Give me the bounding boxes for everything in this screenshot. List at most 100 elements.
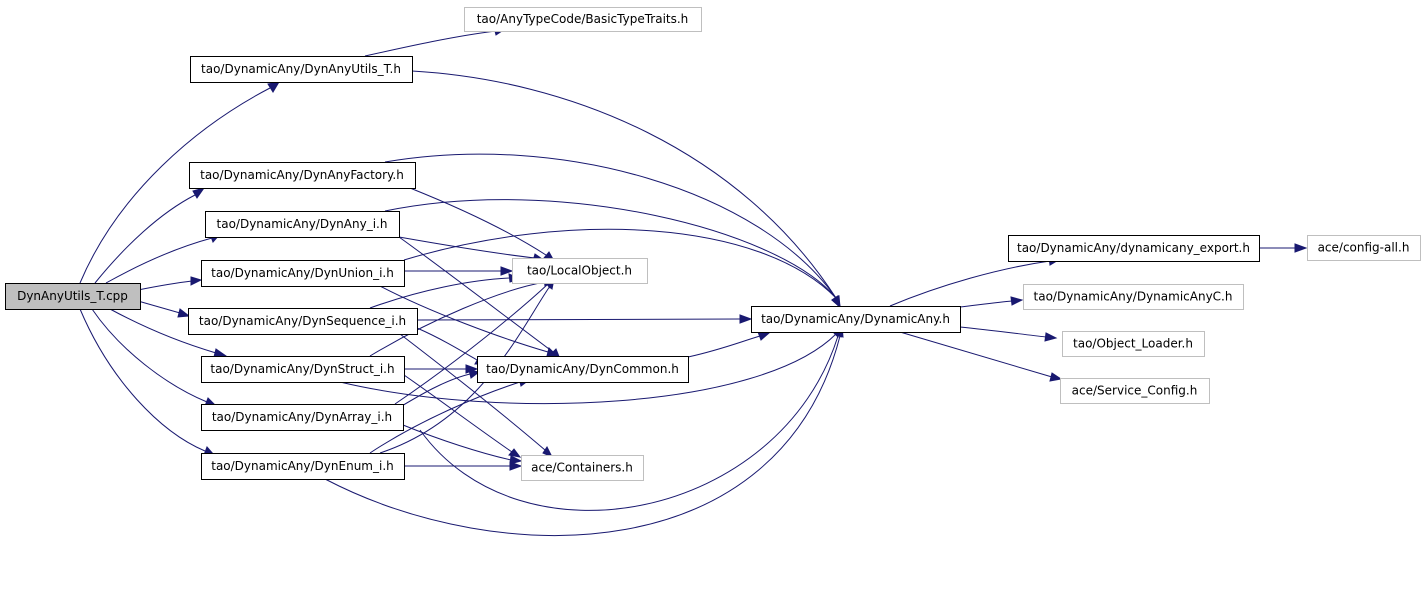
edge-line — [687, 335, 761, 358]
edge-line — [79, 87, 271, 284]
edge-line — [384, 199, 837, 299]
node-box — [190, 56, 413, 83]
edge-dynarray_i-containers — [402, 424, 523, 465]
node-label: tao/DynamicAny/DynAny_i.h — [217, 217, 388, 231]
node-label: tao/DynamicAny/DynamicAnyC.h — [1034, 290, 1233, 304]
arrowhead-icon — [757, 331, 771, 341]
node-serviceconfig: ace/Service_Config.h — [1060, 378, 1210, 404]
edge-line — [91, 308, 208, 403]
node-box — [1023, 284, 1244, 310]
node-box — [189, 162, 416, 189]
edge-line — [403, 374, 513, 453]
node-label: tao/DynamicAny/DynAnyFactory.h — [200, 168, 404, 182]
node-dynanyutils[interactable]: tao/DynamicAny/DynAnyUtils_T.h — [190, 56, 413, 83]
node-label: tao/DynamicAny/DynUnion_i.h — [211, 266, 394, 280]
edge-root-dynsequence_i — [137, 300, 191, 318]
edge-line — [399, 333, 546, 451]
node-box — [201, 404, 404, 431]
edge-dynanyfactory-dynamicany — [384, 153, 841, 309]
node-dynenum_i[interactable]: tao/DynamicAny/DynEnum_i.h — [201, 453, 405, 480]
node-dynstruct_i[interactable]: tao/DynamicAny/DynStruct_i.h — [201, 356, 405, 383]
node-label: tao/DynamicAny/DynArray_i.h — [212, 410, 392, 424]
node-box — [512, 258, 648, 284]
edge-dynenum_i-containers — [404, 461, 523, 471]
edge-line — [409, 187, 547, 256]
node-dyncommon[interactable]: tao/DynamicAny/DynCommon.h — [477, 356, 689, 383]
node-box — [1060, 378, 1210, 404]
edge-line — [105, 237, 213, 284]
node-label: tao/DynamicAny/DynCommon.h — [486, 362, 679, 376]
node-label: tao/DynamicAny/DynAnyUtils_T.h — [201, 62, 401, 76]
edge-line — [384, 153, 837, 299]
edge-dyncommon-dynamicany — [687, 331, 771, 358]
arrowhead-icon — [267, 81, 280, 93]
node-label: ace/Containers.h — [531, 461, 633, 475]
node-dynarray_i[interactable]: tao/DynamicAny/DynArray_i.h — [201, 404, 404, 431]
edge-dynsequence_i-dynamicany — [416, 314, 753, 324]
node-objectloader: tao/Object_Loader.h — [1062, 331, 1205, 357]
arrowhead-icon — [509, 461, 523, 471]
arrowhead-icon — [500, 266, 514, 276]
edge-line — [379, 285, 549, 353]
node-label: tao/LocalObject.h — [527, 264, 632, 278]
edge-dynany_i-dynamicany — [384, 199, 841, 309]
node-box — [1008, 235, 1260, 262]
node-label: tao/DynamicAny/DynSequence_i.h — [199, 314, 406, 328]
edge-line — [394, 283, 549, 405]
arrowhead-icon — [1010, 296, 1024, 306]
node-dynamicany[interactable]: tao/DynamicAny/DynamicAny.h — [751, 306, 961, 333]
edge-line — [324, 335, 841, 536]
edge-dynunion_i-dynamicany — [403, 228, 841, 309]
edge-dynamicany-objectloader — [959, 326, 1058, 342]
node-export[interactable]: tao/DynamicAny/dynamicany_export.h — [1008, 235, 1260, 262]
edge-dynarray_i-dyncommon — [394, 369, 481, 411]
edge-line — [419, 335, 839, 511]
node-dynanyfactory[interactable]: tao/DynamicAny/DynAnyFactory.h — [189, 162, 416, 189]
node-box — [201, 453, 405, 480]
edge-line — [959, 326, 1047, 338]
nodes: DynAnyUtils_T.cpp tao/DynamicAny/DynAnyUt… — [5, 7, 1421, 481]
node-label: DynAnyUtils_T.cpp — [17, 289, 128, 303]
arrowhead-icon — [1294, 243, 1308, 253]
node-basictypetraits: tao/AnyTypeCode/BasicTypeTraits.h — [464, 7, 702, 32]
node-dynany_i[interactable]: tao/DynamicAny/DynAny_i.h — [205, 211, 400, 238]
arrowhead-icon — [190, 276, 203, 286]
edge-line — [109, 308, 217, 354]
edge-line — [959, 300, 1013, 308]
node-label: tao/Object_Loader.h — [1073, 337, 1193, 351]
node-box — [464, 7, 702, 32]
edge-line — [398, 236, 536, 259]
node-label: tao/DynamicAny/DynStruct_i.h — [210, 362, 394, 376]
node-box — [477, 356, 689, 383]
edge-line — [416, 318, 742, 321]
arrowhead-icon — [1049, 372, 1063, 382]
edge-line — [889, 260, 1051, 307]
node-box — [201, 356, 405, 383]
arrowhead-icon — [192, 187, 206, 199]
edge-dynunion_i-localobject — [403, 266, 514, 276]
edge-line — [364, 30, 497, 57]
edge-export-configall — [1259, 243, 1308, 253]
node-label: ace/config-all.h — [1318, 241, 1410, 255]
edge-line — [94, 194, 196, 284]
arrowhead-icon — [739, 314, 753, 324]
node-label: tao/DynamicAny/dynamicany_export.h — [1017, 241, 1250, 255]
node-dynunion_i[interactable]: tao/DynamicAny/DynUnion_i.h — [201, 260, 405, 287]
node-localobject: tao/LocalObject.h — [512, 258, 648, 284]
node-root: DynAnyUtils_T.cpp — [5, 283, 141, 310]
node-box — [1307, 235, 1421, 261]
edge-line — [79, 308, 206, 452]
node-containers: ace/Containers.h — [521, 455, 644, 481]
arrowhead-icon — [177, 308, 191, 318]
edge-dynamicany-dynamicanyc — [959, 296, 1024, 308]
edge-dynanyfactory-localobject — [409, 187, 556, 262]
edge-line — [416, 327, 478, 361]
edge-line — [403, 228, 837, 299]
node-dynsequence_i[interactable]: tao/DynamicAny/DynSequence_i.h — [188, 308, 418, 335]
arrowhead-icon — [831, 295, 841, 309]
edge-root-dynanyfactory — [94, 187, 206, 284]
edge-dynamicany-serviceconfig — [899, 331, 1063, 382]
edge-dynarray_i-dynamicany — [419, 324, 842, 511]
arrowhead-icon — [509, 455, 523, 465]
